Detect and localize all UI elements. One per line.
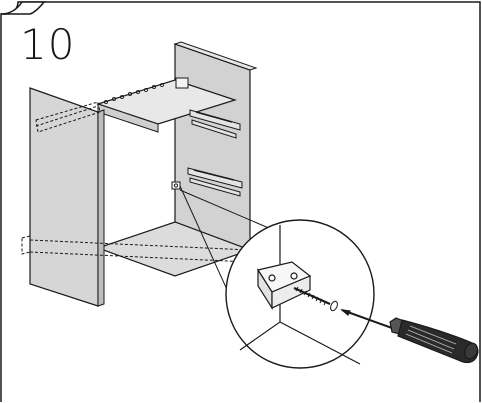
drawer-runner-upper: [189, 109, 241, 139]
right-side-panel: [174, 43, 251, 251]
hidden-rail-outline: [21, 101, 251, 263]
corner-bracket-icon: [257, 261, 312, 311]
step-number: 10: [20, 20, 76, 69]
left-side-panel: [29, 87, 99, 307]
rail-holes: [104, 83, 164, 105]
page-tab: [0, 1, 46, 15]
screwdriver-icon: [340, 309, 479, 364]
corner-bracket-small: [171, 181, 181, 190]
rail-bracket: [175, 77, 189, 89]
drawer-runner-lower: [187, 167, 243, 197]
screw-icon: [293, 286, 338, 312]
left-panel-edge: [97, 109, 105, 307]
detail-magnifier: [225, 219, 375, 369]
top-rail-front: [97, 103, 159, 133]
right-panel-edge: [173, 41, 258, 71]
